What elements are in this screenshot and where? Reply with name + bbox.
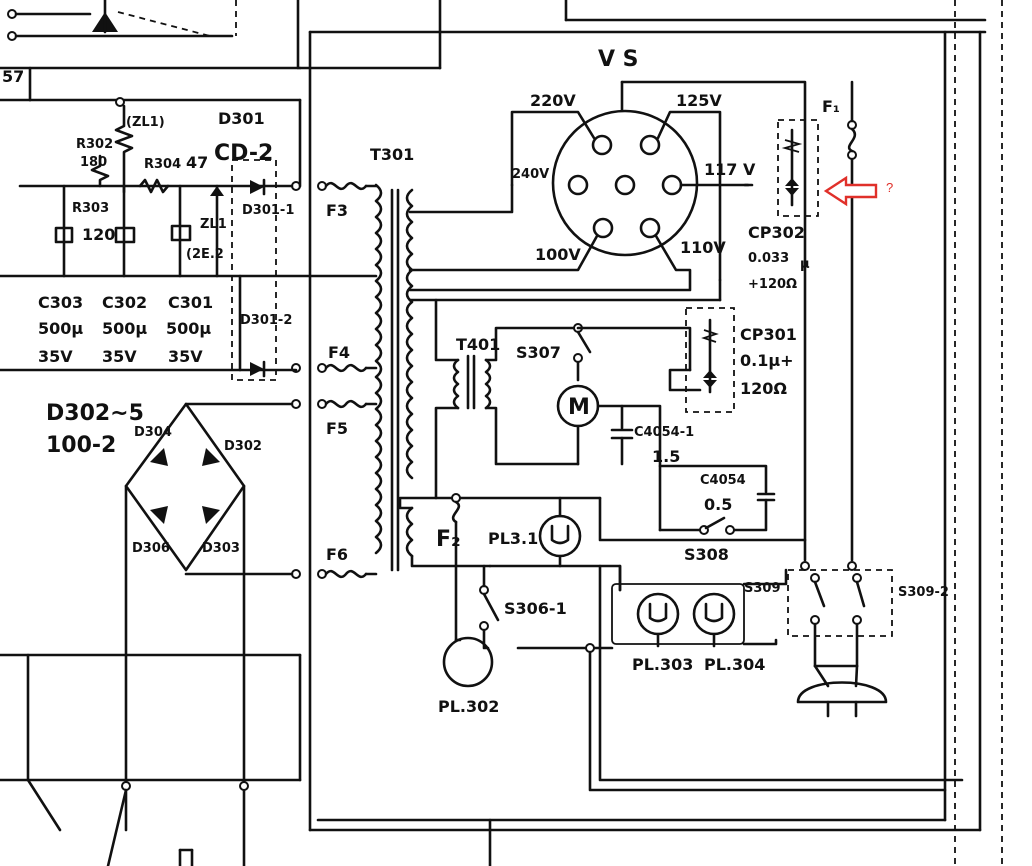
vs-100v: 100V xyxy=(535,245,581,264)
cp301-value-2: 120Ω xyxy=(740,379,787,398)
pl302-label: PL.302 xyxy=(438,697,499,716)
c303-label: C303 xyxy=(38,293,83,312)
d301-label: D301 xyxy=(218,109,265,128)
d302-label: D302 xyxy=(224,439,262,454)
c303-value: 500μ xyxy=(38,319,83,338)
f5-label: F5 xyxy=(326,419,348,438)
zl1b-value: (2E.2 xyxy=(186,247,224,262)
pl301-label: PL3.1 xyxy=(488,529,538,548)
cp302-unit: μ xyxy=(800,257,810,272)
s309-label: S309 xyxy=(744,581,781,596)
r304-label: R304 xyxy=(144,157,181,172)
pl304-label: PL.304 xyxy=(704,655,765,674)
t301-label: T301 xyxy=(370,145,414,164)
cp301-value-1: 0.1μ+ xyxy=(740,351,794,370)
s307-label: S307 xyxy=(516,343,561,362)
motor-section: T401 S307 M C4054-1 1.5 CP301 0.1μ+ 120Ω xyxy=(434,298,807,564)
main-frame-wires xyxy=(308,0,1003,866)
annotation-question-mark: ? xyxy=(886,180,893,195)
r303-value: 120 xyxy=(82,225,115,244)
cp301-label: CP301 xyxy=(740,325,797,344)
r302-value: 180 xyxy=(80,155,107,170)
voltage-selector: V S 220V 125V 240V 117 V 100V 110V xyxy=(408,47,807,562)
f6-label: F6 xyxy=(326,545,348,564)
vs-125v: 125V xyxy=(676,91,722,110)
zl1-label: (ZL1) xyxy=(126,115,165,130)
cp302-value-2: +120Ω xyxy=(748,277,797,292)
top-left-region: 57 xyxy=(0,0,987,102)
vs-label: V S xyxy=(598,47,639,72)
pl303-label: PL.303 xyxy=(632,655,693,674)
s306-1-label: S306-1 xyxy=(504,599,567,618)
zl1b-label: ZL1 xyxy=(200,217,227,232)
c302-value: 500μ xyxy=(102,319,147,338)
c4054-label: C4054 xyxy=(700,473,746,488)
vs-220v: 220V xyxy=(530,91,576,110)
d302-5-label: D302~5 xyxy=(46,401,144,426)
d301-2-label: D301-2 xyxy=(240,313,292,328)
secondary-fuses: F3 F4 F5 F6 xyxy=(0,181,378,579)
c303-voltage: 35V xyxy=(38,347,73,366)
s309-2-label: S309-2 xyxy=(898,585,949,600)
c302-voltage: 35V xyxy=(102,347,137,366)
r303-label: R303 xyxy=(72,201,109,216)
s309-plug-section: S309 S309-2 xyxy=(744,561,949,718)
c301-label: C301 xyxy=(168,293,213,312)
annotation-arrow: ? xyxy=(823,175,893,207)
f1-label: F₁ xyxy=(822,97,840,116)
vs-117v: 117 V xyxy=(704,160,756,179)
t401-label: T401 xyxy=(456,335,500,354)
f4-label: F4 xyxy=(328,343,350,362)
c301-voltage: 35V xyxy=(168,347,203,366)
d304-label: D304 xyxy=(134,425,172,440)
d100-2-label: 100-2 xyxy=(46,433,116,458)
d306-label: D306 xyxy=(132,541,170,556)
c4054-1-value: 1.5 xyxy=(652,447,680,466)
s308-label: S308 xyxy=(684,545,729,564)
c4054-value: 0.5 xyxy=(704,495,732,514)
c302-label: C302 xyxy=(102,293,147,312)
motor-label: M xyxy=(568,395,590,420)
c4054-1-label: C4054-1 xyxy=(634,425,694,440)
cp302-value-1: 0.033 xyxy=(748,251,789,266)
d303-label: D303 xyxy=(202,541,240,556)
d301-1-label: D301-1 xyxy=(242,203,294,218)
vs-110v: 110V xyxy=(680,238,726,257)
f1-and-cp302: F₁ CP302 0.033 μ +120Ω xyxy=(748,80,857,562)
transformer-t301: T301 xyxy=(370,145,602,572)
vs-240v: 240V xyxy=(512,167,549,182)
cd2-label: CD-2 xyxy=(214,141,273,166)
pilot-lamp-section: F₂ PL3.1 S306-1 PL.302 PL.303 PL.304 xyxy=(436,493,964,792)
r302-label: R302 xyxy=(76,137,113,152)
cp302-label: CP302 xyxy=(748,223,805,242)
label-57: 57 xyxy=(2,67,24,86)
bridge-rectifier: D302~5 100-2 D304 D302 D306 D303 xyxy=(0,401,492,866)
regulator-section: (ZL1) D301 CD-2 R302 180 R304 47 R303 12… xyxy=(0,97,302,381)
r304-value: 47 xyxy=(186,153,208,172)
f3-label: F3 xyxy=(326,201,348,220)
c301-value: 500μ xyxy=(166,319,211,338)
